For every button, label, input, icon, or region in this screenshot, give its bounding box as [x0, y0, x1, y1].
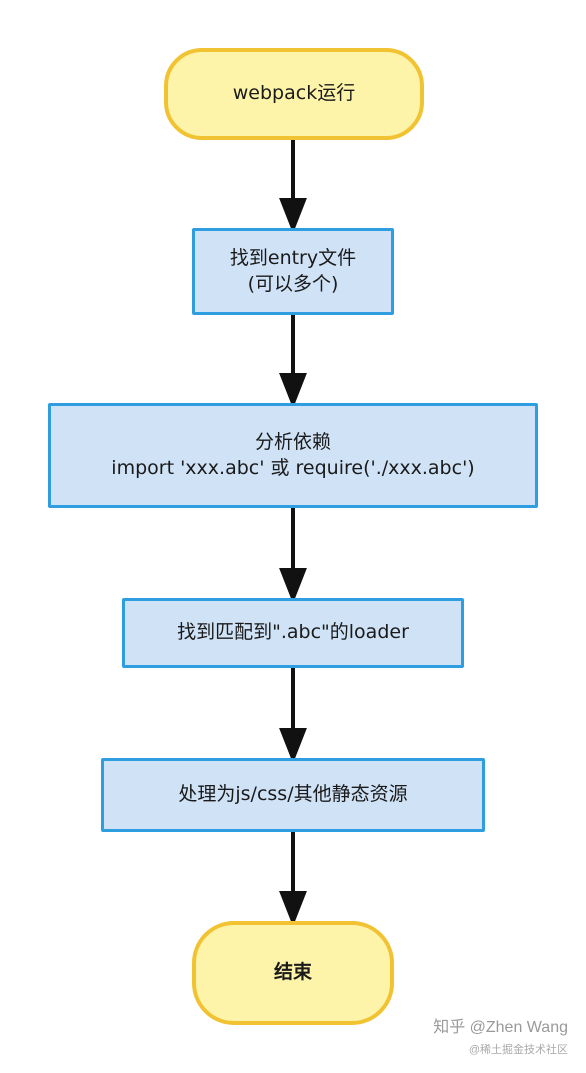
arrowhead-process-to-end	[279, 891, 307, 927]
watermark-sub: @稀土掘金技术社区	[468, 1044, 568, 1056]
arrowhead-analyze-to-loader	[279, 568, 307, 604]
arrowhead-start-to-entry	[279, 198, 307, 234]
arrowhead-loader-to-process	[279, 728, 307, 764]
watermark-main: 知乎 @Zhen Wang	[433, 1019, 568, 1036]
find-loader-label: 找到匹配到".abc"的loader	[177, 621, 409, 644]
process-assets-label: 处理为js/css/其他静态资源	[178, 783, 408, 806]
find-entry-line1: 找到entry文件	[229, 246, 357, 269]
find-entry-node: 找到entry文件 (可以多个)	[192, 228, 394, 315]
process-assets-node: 处理为js/css/其他静态资源	[101, 758, 485, 832]
end-label: 结束	[273, 961, 312, 984]
find-loader-node: 找到匹配到".abc"的loader	[122, 598, 464, 668]
arrowhead-entry-to-analyze	[279, 373, 307, 409]
find-entry-line2: (可以多个)	[247, 272, 339, 295]
analyze-deps-line2: import 'xxx.abc' 或 require('./xxx.abc')	[111, 456, 475, 479]
start-label: webpack运行	[232, 82, 356, 105]
end-node: 结束	[192, 921, 394, 1025]
analyze-deps-node: 分析依赖 import 'xxx.abc' 或 require('./xxx.a…	[48, 403, 538, 508]
start-node: webpack运行	[164, 48, 424, 140]
analyze-deps-line1: 分析依赖	[254, 430, 331, 453]
